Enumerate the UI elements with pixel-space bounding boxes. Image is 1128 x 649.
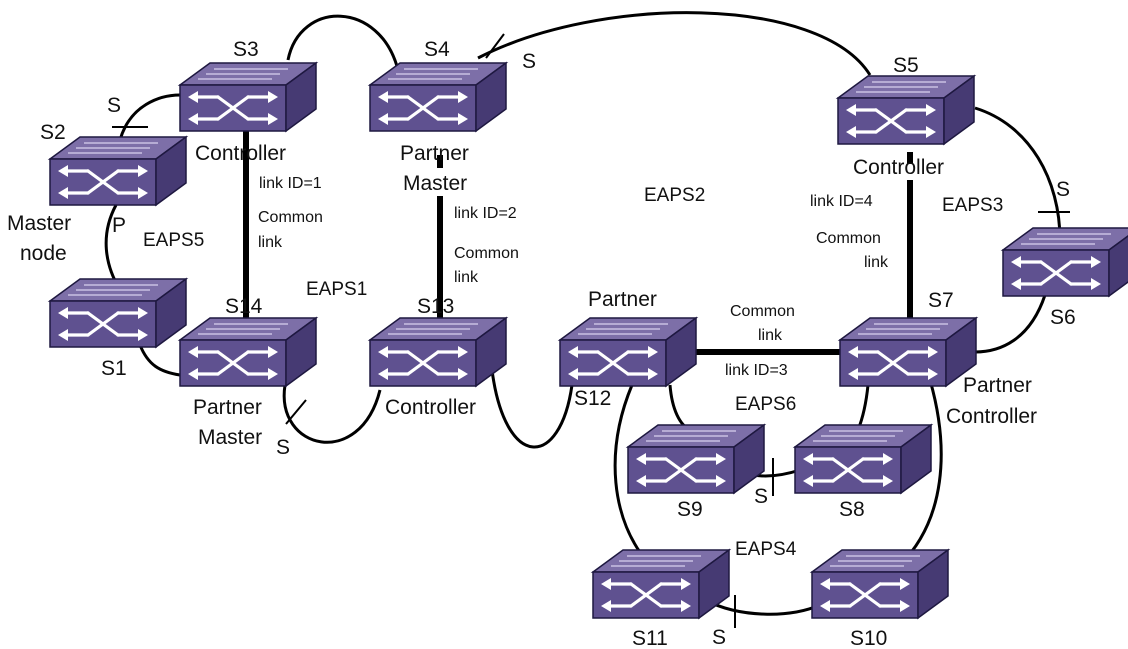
link-s13-s12 — [490, 369, 574, 449]
link3-line1: Common — [730, 303, 795, 320]
block-mark-s14 — [285, 399, 307, 425]
link-s7-s10 — [898, 379, 943, 567]
link1-id: link ID=1 — [259, 175, 322, 192]
blocked-port-marks — [112, 33, 1070, 628]
common-links — [243, 130, 913, 355]
switch-s10-icon — [810, 548, 950, 620]
label-s10: S10 — [850, 627, 887, 649]
link-s2-s3 — [118, 93, 181, 141]
link1-line1: Common — [258, 209, 323, 226]
switch-s9-icon — [626, 423, 766, 495]
role-controller-s5: Controller — [853, 156, 944, 179]
switch-s6-icon — [1001, 226, 1128, 298]
ring-eaps1: EAPS1 — [306, 279, 367, 300]
label-s13: S13 — [417, 295, 454, 318]
s-port-s2: S — [107, 94, 121, 117]
switch-s5-icon — [836, 74, 976, 146]
role-labels: Controller Partner Master Controller Mas… — [7, 142, 1037, 449]
link1-line2: link — [258, 234, 283, 251]
link2-id: link ID=2 — [454, 205, 517, 222]
switch-s8-icon — [793, 423, 933, 495]
label-s14: S14 — [225, 295, 263, 318]
ring-eaps2: EAPS2 — [644, 185, 705, 206]
link-s12-s9 — [668, 384, 691, 432]
link-s7-s8 — [856, 384, 870, 431]
ring-eaps5: EAPS5 — [143, 230, 204, 251]
switch-s7-icon — [838, 316, 978, 388]
switch-s1-icon — [48, 277, 188, 349]
role-partner-s14: Partner — [193, 396, 262, 419]
role-controller-s13: Controller — [385, 396, 476, 419]
block-mark-s4 — [485, 33, 505, 59]
role-controller-s7: Controller — [946, 405, 1037, 428]
switch-s14-icon — [178, 316, 318, 388]
s-port-labels: S S S S S S — [107, 50, 1070, 649]
link-s5-s6 — [974, 106, 1062, 241]
label-s6: S6 — [1050, 306, 1076, 329]
switch-s2-icon — [48, 135, 188, 207]
link3-line2: link — [758, 327, 783, 344]
role-master-s4: Master — [403, 172, 467, 195]
label-s7: S7 — [928, 289, 954, 312]
link-s3-s4 — [286, 14, 400, 71]
label-s8: S8 — [839, 498, 865, 521]
label-s4: S4 — [424, 38, 450, 61]
ring-eaps6: EAPS6 — [735, 394, 796, 415]
label-s5: S5 — [893, 54, 919, 77]
port-p-s2: P — [112, 214, 126, 237]
ring-eaps3: EAPS3 — [942, 195, 1003, 216]
role-partner-s4: Partner — [400, 142, 469, 165]
label-s12: S12 — [574, 387, 611, 410]
switch-s3-icon — [178, 61, 318, 133]
label-s2: S2 — [40, 121, 66, 144]
switch-s12-icon — [558, 316, 698, 388]
ring-eaps4: EAPS4 — [735, 539, 797, 560]
role-master-node-line2: node — [20, 242, 67, 265]
link3-id: link ID=3 — [725, 362, 788, 379]
link-s12-s11 — [613, 384, 652, 566]
link-s6-s7 — [974, 294, 1047, 354]
link-s11-s10 — [704, 598, 821, 616]
s-port-s4: S — [522, 50, 536, 73]
s-port-s6: S — [1056, 178, 1070, 201]
link4-id: link ID=4 — [810, 193, 873, 210]
link-s4-s5 — [477, 11, 872, 76]
label-s11: S11 — [632, 627, 668, 649]
switch-s13-icon — [368, 316, 508, 388]
switch-s11-icon — [591, 548, 731, 620]
link4-line2: link — [864, 254, 889, 271]
label-s1: S1 — [101, 357, 127, 380]
common-link-labels: link ID=1 Common link link ID=2 Common l… — [258, 175, 889, 379]
link2-line1: Common — [454, 245, 519, 262]
role-master-s14: Master — [198, 426, 262, 449]
link2-line2: link — [454, 269, 479, 286]
s-port-s9-s8: S — [754, 485, 768, 508]
switch-labels: S3 S4 S5 S2 S1 S6 S14 S13 S12 S7 S9 S8 S… — [40, 38, 1076, 649]
link-s1-s14 — [138, 344, 181, 377]
role-master-node-line1: Master — [7, 212, 71, 235]
ring-labels: EAPS5 EAPS1 EAPS2 EAPS3 EAPS6 EAPS4 — [143, 185, 1003, 560]
role-partner-s12: Partner — [588, 288, 657, 311]
role-partner-s7: Partner — [963, 374, 1032, 397]
role-controller-s3: Controller — [195, 142, 286, 165]
link-s14-s13 — [282, 384, 382, 444]
s-port-s11-s10: S — [712, 626, 726, 649]
s-port-s14: S — [276, 436, 290, 459]
label-s3: S3 — [233, 38, 259, 61]
label-s9: S9 — [677, 498, 703, 521]
link4-line1: Common — [816, 230, 881, 247]
switch-s4-icon — [368, 61, 508, 133]
